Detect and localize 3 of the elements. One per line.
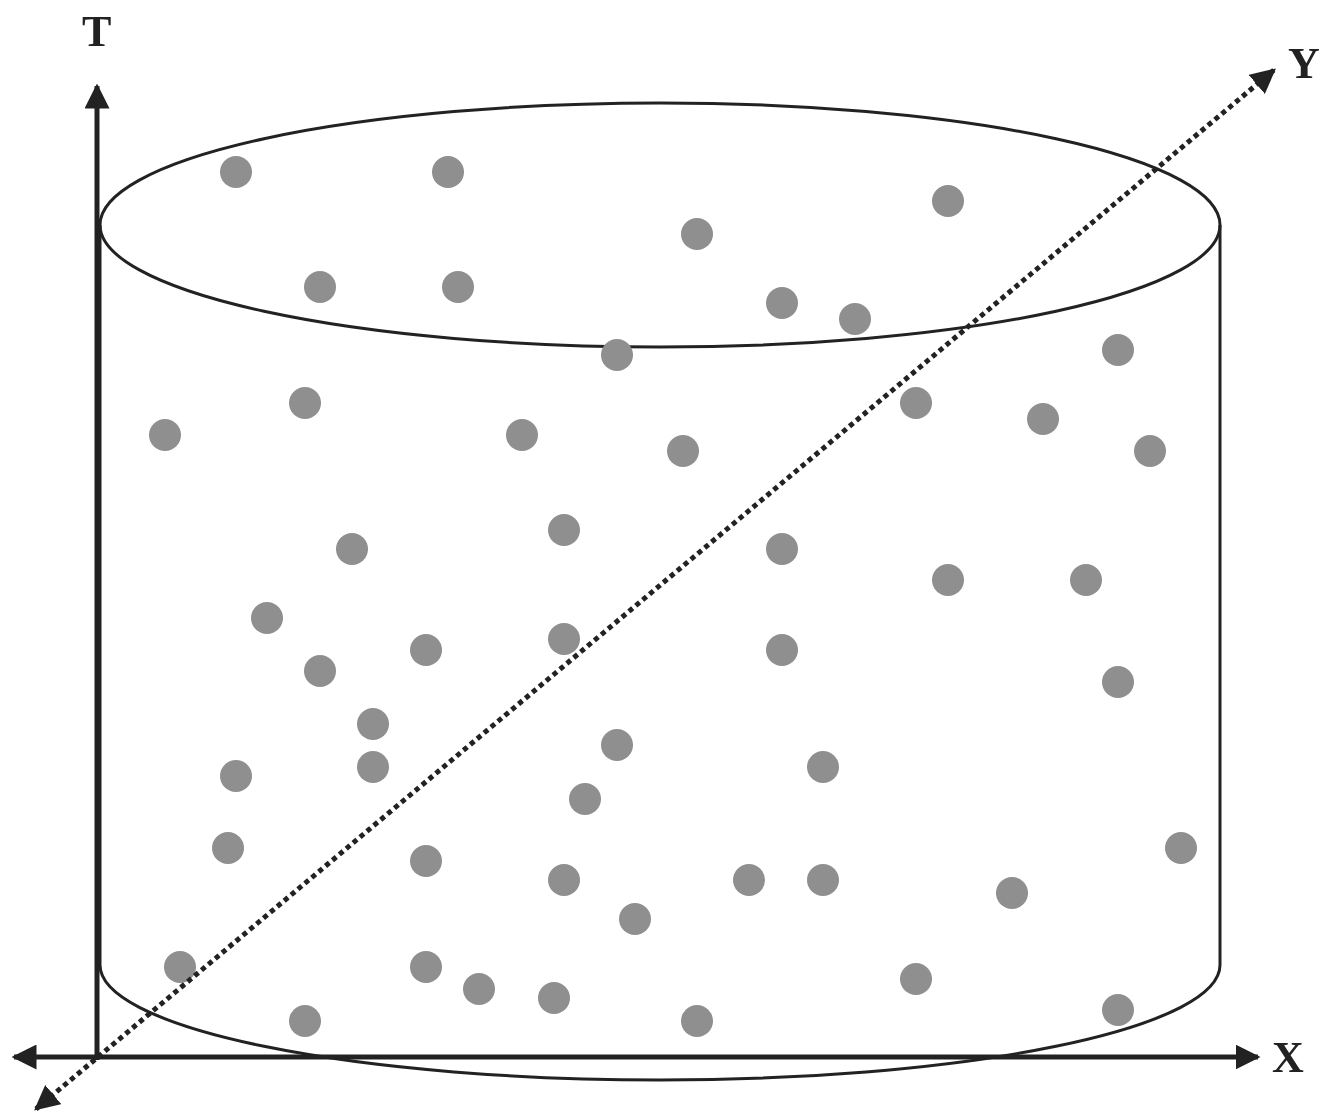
axis-label: Y	[1288, 42, 1320, 86]
axis-label: T	[82, 10, 112, 54]
axis-label: X	[1272, 1036, 1304, 1080]
